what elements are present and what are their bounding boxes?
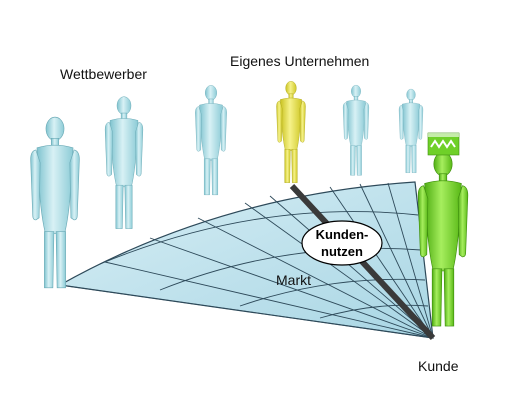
crown-icon	[427, 132, 460, 156]
competitor-figure-1	[30, 116, 80, 289]
competitor-figure-2	[104, 96, 144, 230]
market-label: Markt	[276, 272, 311, 288]
customer-benefit-label-line1: Kunden-	[315, 227, 369, 242]
own-company-label: Eigenes Unternehmen	[230, 53, 370, 69]
competitor-figure-5	[398, 88, 424, 174]
competitors-label: Wettbewerber	[60, 66, 147, 82]
customer-benefit-label-line2: nutzen	[321, 244, 363, 259]
competitor-figure-3	[195, 85, 227, 196]
customer-benefit-badge	[301, 220, 383, 266]
customer-figure	[417, 132, 469, 327]
own-company-figure	[276, 80, 306, 184]
customer-label: Kunde	[418, 358, 459, 374]
competitor-figure-4	[342, 84, 370, 176]
